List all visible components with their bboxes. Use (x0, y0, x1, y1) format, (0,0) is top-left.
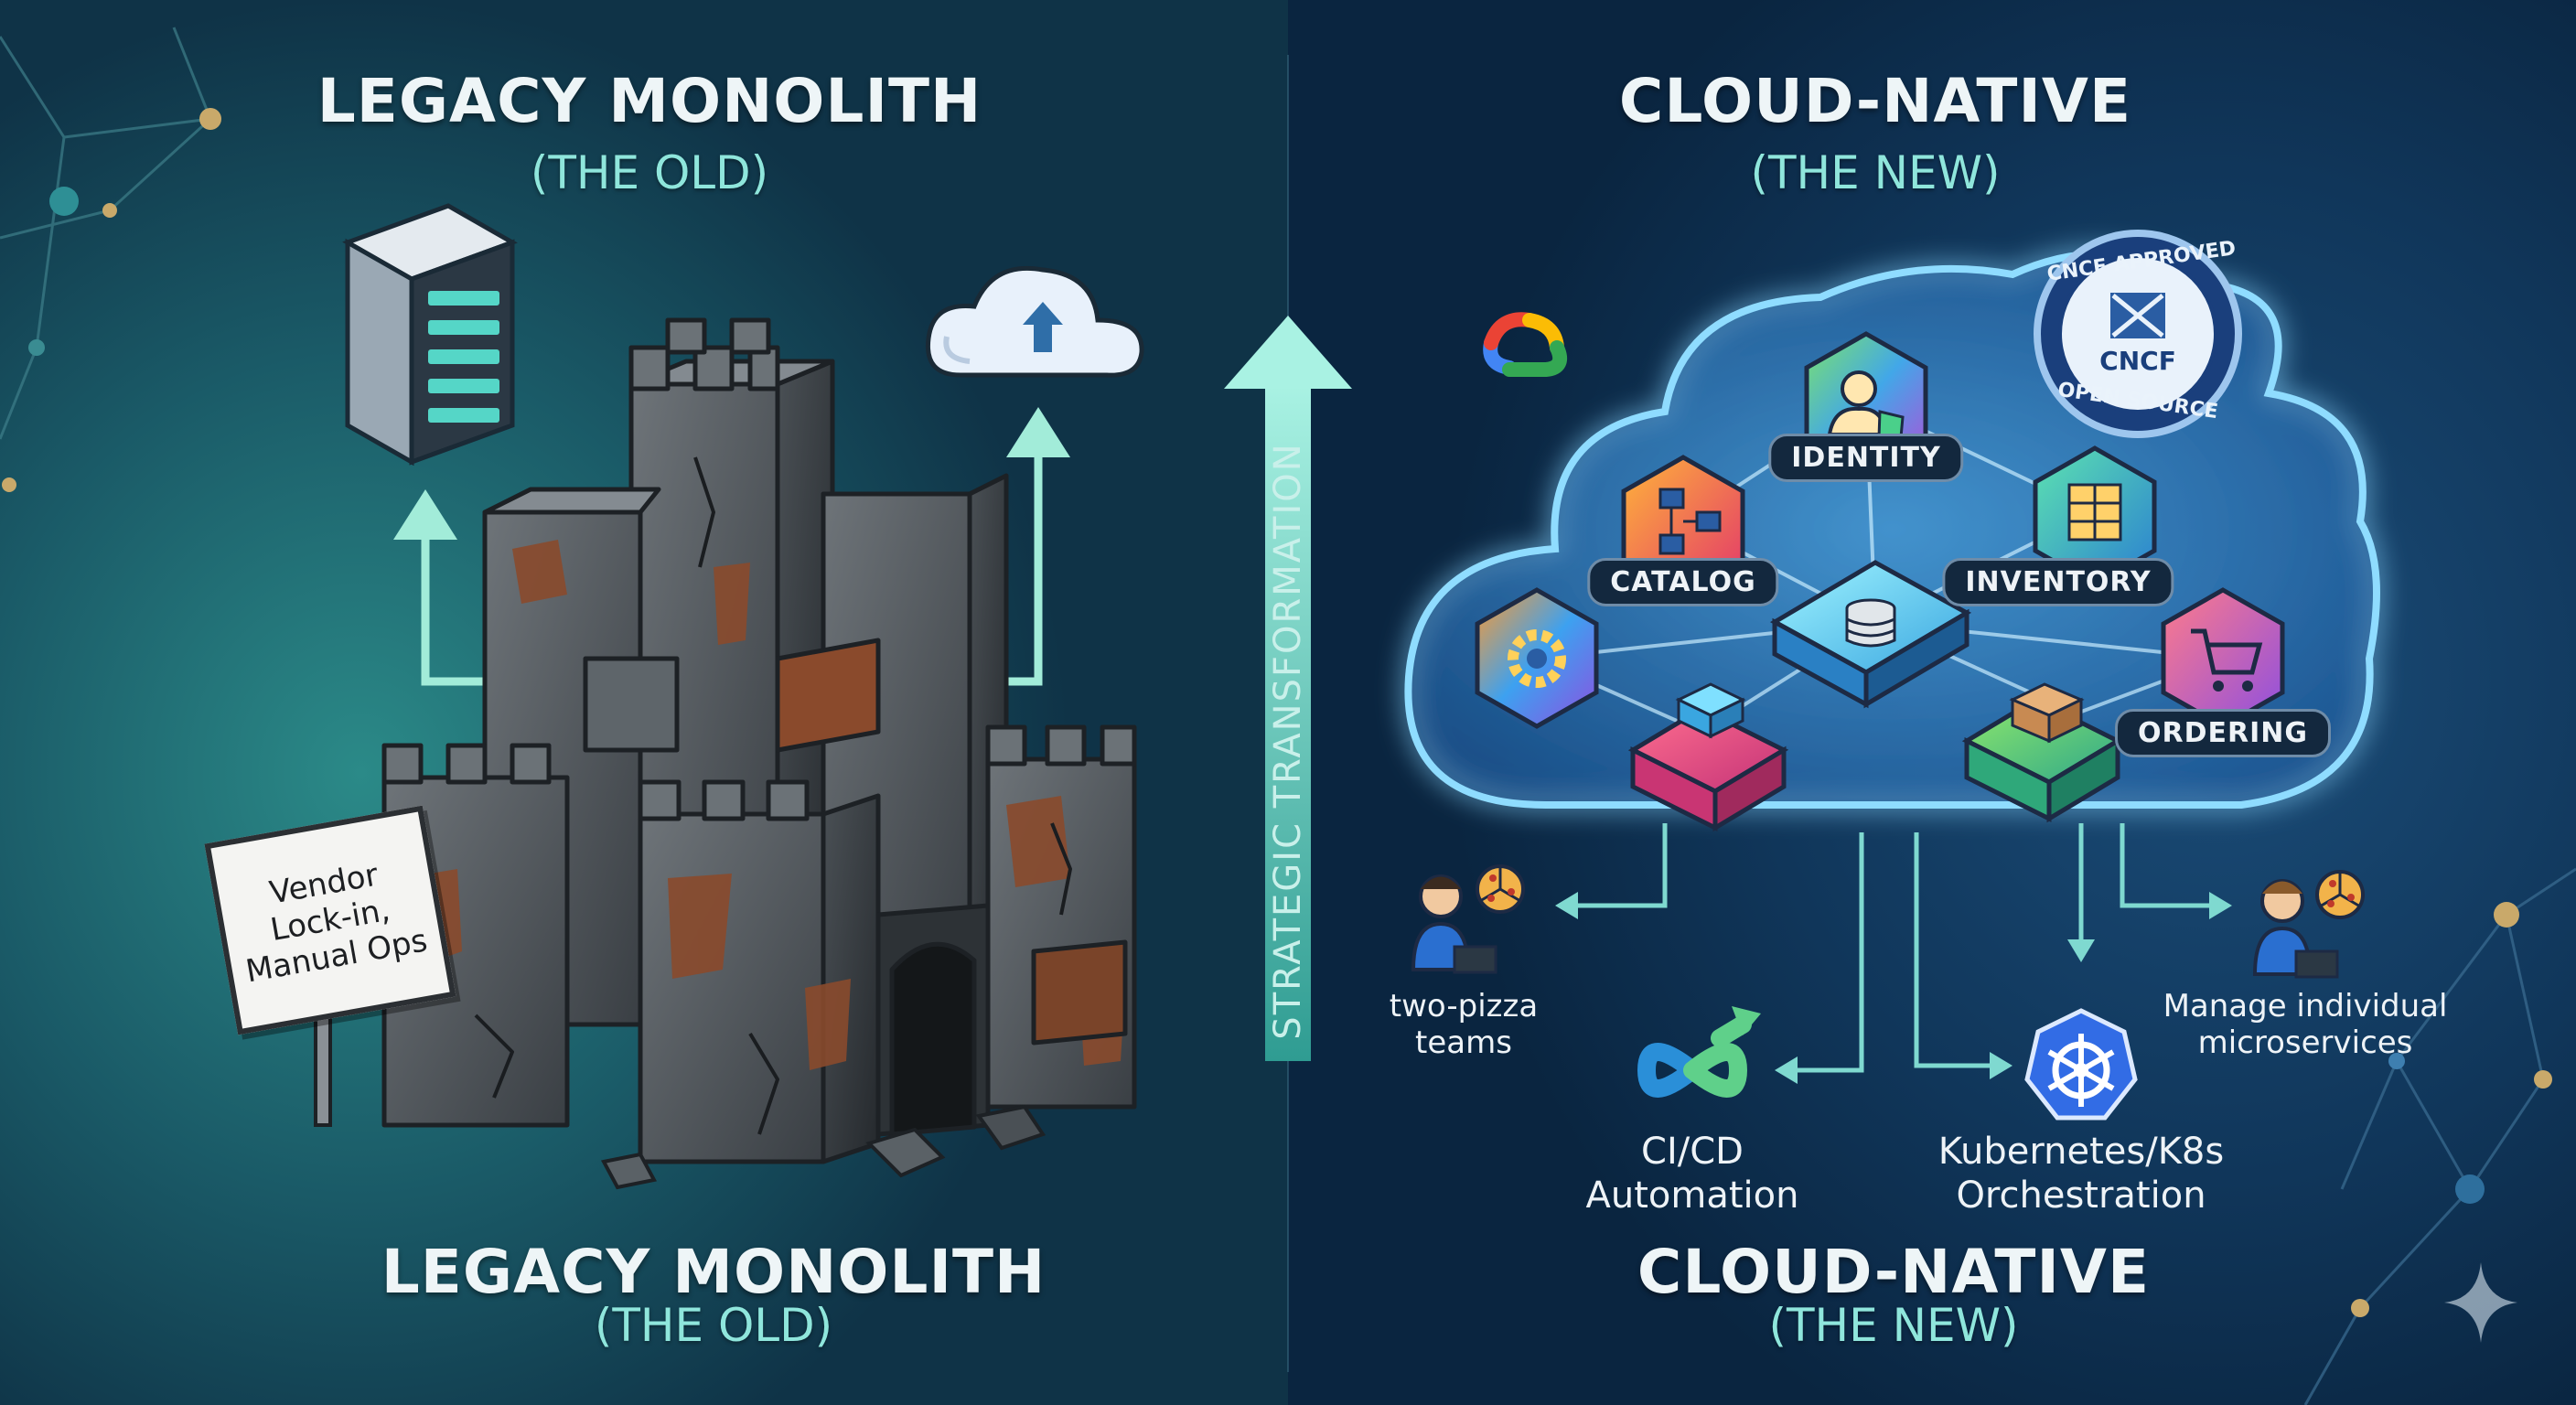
developer-icon (1411, 874, 1497, 974)
transformation-arrow (1224, 316, 1352, 1061)
left-subtitle: (THE OLD) (530, 146, 769, 199)
database-icon (1769, 560, 1972, 709)
arrow-right-up-head (1006, 407, 1070, 457)
caption-cicd-line-2: Automation (1585, 1174, 1799, 1217)
left-bottom-title: LEGACY MONOLITH (381, 1237, 1046, 1307)
network-nodes-right (2351, 902, 2552, 1317)
kubernetes-icon (2024, 1008, 2138, 1121)
service-label-identity: IDENTITY (1768, 434, 1964, 482)
connector-arrowheads (1555, 892, 2232, 1084)
google-cloud-logo-icon (1483, 312, 1567, 377)
pizza-icon (1476, 864, 1525, 914)
service-label-catalog: CATALOG (1587, 558, 1779, 606)
service-label-ordering: ORDERING (2115, 709, 2331, 757)
vendor-lockin-sign: Vendor Lock-in, Manual Ops (204, 805, 456, 1035)
container-icon (1627, 682, 1789, 832)
right-bottom-subtitle: (THE NEW) (1768, 1299, 2019, 1352)
caption-microservices-line-2: microservices (2197, 1024, 2413, 1061)
cicd-arrowhead (1732, 1006, 1761, 1035)
left-bottom-subtitle: (THE OLD) (594, 1299, 833, 1352)
right-title: CLOUD-NATIVE (1618, 66, 2132, 136)
caption-microservices-line-1: Manage individual (2163, 988, 2448, 1024)
cncf-badge-icon (2034, 230, 2242, 438)
left-title: LEGACY MONOLITH (317, 66, 982, 136)
service-label-inventory: INVENTORY (1942, 558, 2174, 606)
network-nodes-left (2, 108, 221, 492)
strategic-transformation-label: STRATEGIC TRANSFORMATION (1267, 442, 1309, 1040)
caption-cicd: CI/CD Automation (1586, 1130, 1799, 1217)
caption-microservices: Manage individual microservices (2163, 988, 2448, 1061)
server-rack-icon (342, 203, 518, 467)
legacy-castle (381, 317, 1137, 1164)
cloud-upload-icon (925, 265, 1144, 378)
sparkle-icon (2444, 1262, 2517, 1343)
cicd-loop-icon (1637, 1015, 1752, 1098)
caption-kubernetes: Kubernetes/K8s Orchestration (1938, 1130, 2224, 1217)
rubble (600, 1104, 1046, 1190)
right-bottom-title: CLOUD-NATIVE (1637, 1237, 2151, 1307)
arrow-left-up-head (393, 489, 457, 540)
caption-two-pizza-teams: two-pizza teams (1390, 988, 1538, 1061)
caption-k8s-line-2: Orchestration (1956, 1174, 2206, 1217)
caption-cicd-line-1: CI/CD (1641, 1131, 1744, 1173)
cncf-badge-center-text: CNCF (2099, 346, 2176, 376)
pizza-icon-right (2315, 870, 2365, 919)
gear-icon (1475, 587, 1599, 729)
right-subtitle: (THE NEW) (1750, 146, 2001, 199)
developer-icon-right (2252, 879, 2339, 979)
caption-teams-line-2: teams (1415, 1024, 1512, 1061)
output-connectors (1573, 823, 2214, 1073)
caption-teams-line-1: two-pizza (1389, 988, 1539, 1024)
caption-k8s-line-1: Kubernetes/K8s (1937, 1131, 2225, 1173)
